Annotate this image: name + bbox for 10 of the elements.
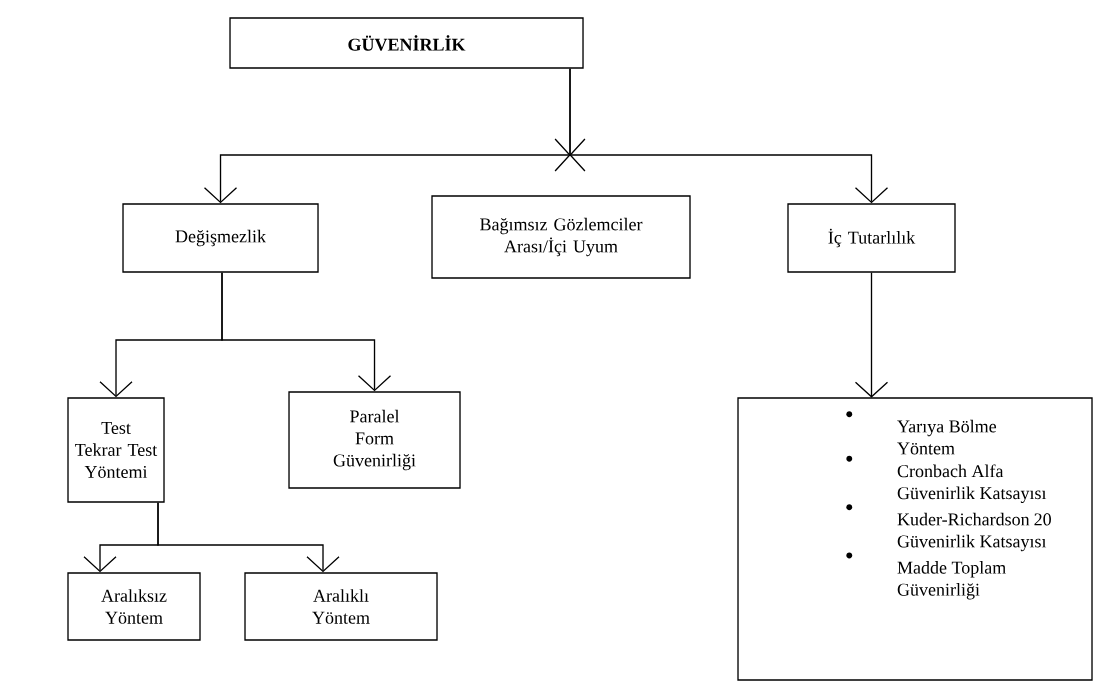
process-box: Aralıklı Yöntem bbox=[244, 572, 438, 641]
title-box: GÜVENİRLİK bbox=[229, 17, 584, 69]
process-box: Aralıksız Yöntem bbox=[67, 572, 201, 641]
process-box: Test Tekrar Test Yöntemi bbox=[67, 397, 165, 503]
process-box: Paralel Form Güvenirliği bbox=[288, 391, 461, 489]
arrow bbox=[854, 272, 889, 398]
process-box: İç Tutarlılık bbox=[787, 203, 956, 273]
process-box: Bağımsız Gözlemciler Arası/İçi Uyum bbox=[431, 195, 691, 279]
process-box: Değişmezlik bbox=[122, 203, 319, 273]
list-box: Yarıya Bölme Yöntem Cronbach Alfa Güvenirlik Katsayısı Kuder-Richardson 20 Güvenirlik Katsayısı Madde Toplam Güvenirliği bbox=[737, 397, 1093, 681]
